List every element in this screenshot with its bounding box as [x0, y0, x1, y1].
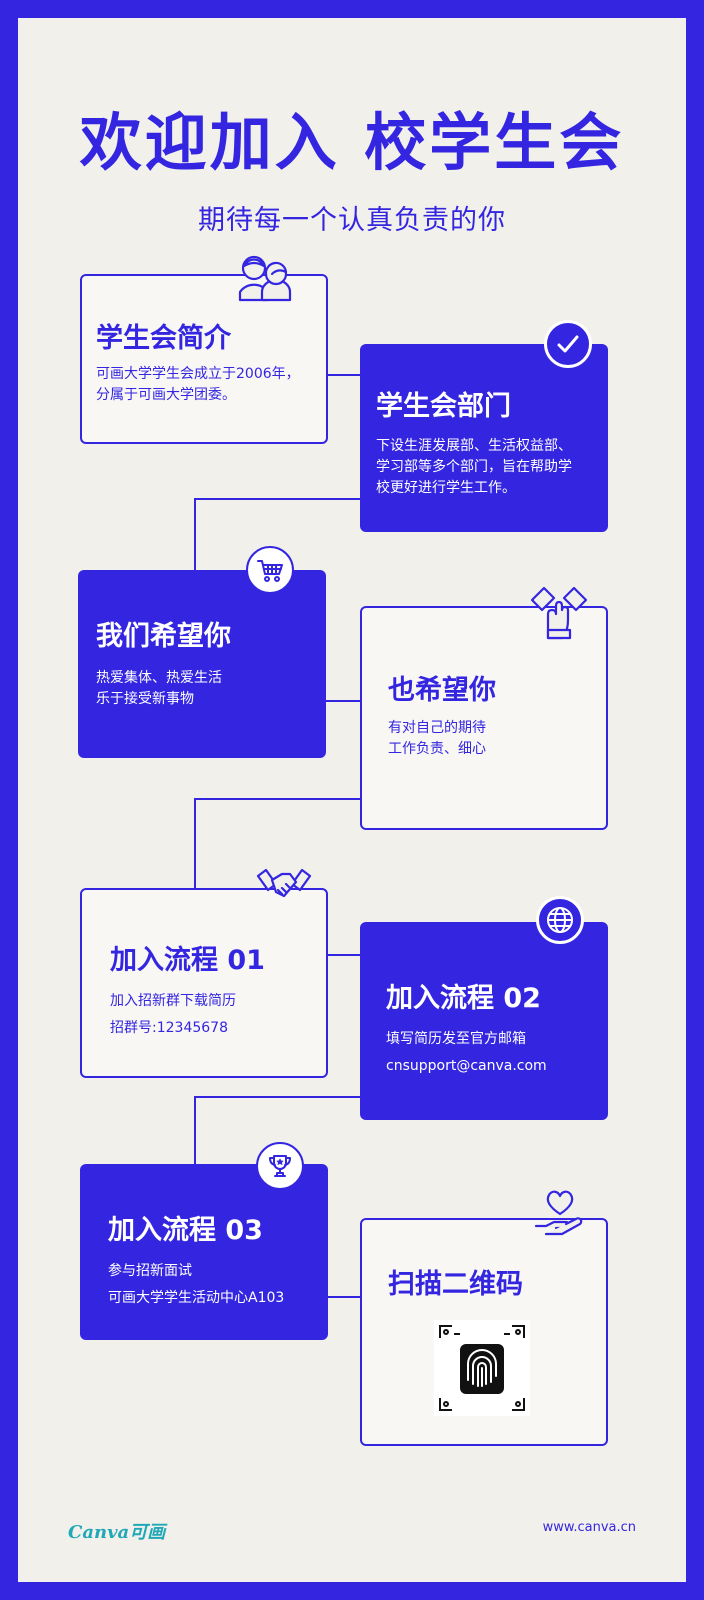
card-process-03: 加入流程 03 参与招新面试 可画大学学生活动中心A103	[80, 1164, 328, 1340]
card-line: 招群号:12345678	[110, 1020, 228, 1036]
card-text: 热爱集体、热爱生活 乐于接受新事物	[96, 668, 222, 710]
card-intro: 学生会简介 可画大学学生会成立于2006年， 分属于可画大学团委。	[80, 274, 328, 444]
card-text: 参与招新面试 可画大学学生活动中心A103	[108, 1258, 284, 1312]
connector-line	[328, 1296, 360, 1298]
card-title: 我们希望你	[96, 621, 231, 652]
card-line: 可画大学学生会成立于2006年，	[96, 366, 300, 382]
card-line: 校更好进行学生工作。	[376, 480, 516, 496]
card-process-02: 加入流程 02 填写简历发至官方邮箱 cnsupport@canva.com	[360, 922, 608, 1120]
card-hope-2: 也希望你 有对自己的期待 工作负责、细心	[360, 606, 608, 830]
card-line: 分属于可画大学团委。	[96, 387, 236, 403]
check-circle-icon	[544, 320, 592, 368]
card-line: 加入招新群下载简历	[110, 993, 236, 1009]
connector-line	[328, 954, 360, 956]
card-line: 乐于接受新事物	[96, 691, 194, 707]
card-line: 下设生涯发展部、生活权益部、	[376, 438, 572, 454]
card-title: 加入流程 02	[386, 983, 541, 1014]
card-qr: 扫描二维码	[360, 1218, 608, 1446]
card-line: 热爱集体、热爱生活	[96, 670, 222, 686]
globe-icon	[536, 896, 584, 944]
people-icon	[234, 244, 296, 306]
connector-line	[326, 700, 360, 702]
card-line: 填写简历发至官方邮箱	[386, 1031, 526, 1047]
card-title: 学生会简介	[96, 323, 231, 354]
card-text: 下设生涯发展部、生活权益部、 学习部等多个部门，旨在帮助学 校更好进行学生工作。	[376, 436, 572, 499]
card-line: 有对自己的期待	[388, 720, 486, 736]
team-hands-icon	[528, 580, 590, 642]
card-hope-1: 我们希望你 热爱集体、热爱生活 乐于接受新事物	[78, 570, 326, 758]
card-title: 加入流程 01	[110, 945, 265, 976]
connector-line	[194, 1096, 196, 1166]
connector-line	[194, 1096, 360, 1098]
page-title: 欢迎加入 校学生会	[79, 106, 625, 179]
qr-code[interactable]	[434, 1320, 530, 1416]
page-subtitle: 期待每一个认真负责的你	[198, 205, 506, 236]
card-process-01: 加入流程 01 加入招新群下载简历 招群号:12345678	[80, 888, 328, 1078]
card-title: 扫描二维码	[388, 1269, 523, 1300]
card-text: 有对自己的期待 工作负责、细心	[388, 718, 486, 760]
card-title: 也希望你	[388, 675, 496, 706]
card-text: 可画大学学生会成立于2006年， 分属于可画大学团委。	[96, 364, 300, 406]
connector-line	[194, 498, 360, 500]
connector-line	[194, 498, 196, 570]
card-text: 填写简历发至官方邮箱 cnsupport@canva.com	[386, 1026, 547, 1080]
card-departments: 学生会部门 下设生涯发展部、生活权益部、 学习部等多个部门，旨在帮助学 校更好进…	[360, 344, 608, 532]
connector-line	[326, 374, 360, 376]
poster: 欢迎加入 校学生会 期待每一个认真负责的你 学生会简介 可画大学学生会成立于20…	[18, 18, 686, 1582]
card-text: 加入招新群下载简历 招群号:12345678	[110, 988, 236, 1042]
card-line: 学习部等多个部门，旨在帮助学	[376, 459, 572, 475]
connector-line	[194, 798, 360, 800]
connector-line	[194, 798, 196, 890]
card-title: 加入流程 03	[108, 1215, 263, 1246]
footer-url[interactable]: www.canva.cn	[542, 1520, 636, 1535]
shopping-cart-icon	[246, 546, 294, 594]
canva-logo[interactable]: Canva可画	[68, 1522, 166, 1543]
card-title: 学生会部门	[376, 391, 511, 422]
card-line: 参与招新面试	[108, 1263, 192, 1279]
handshake-icon	[256, 862, 312, 910]
card-line: cnsupport@canva.com	[386, 1058, 547, 1074]
card-line: 可画大学学生活动中心A103	[108, 1290, 285, 1306]
heart-hand-icon	[532, 1184, 588, 1238]
card-line: 工作负责、细心	[388, 741, 486, 757]
trophy-icon	[256, 1142, 304, 1190]
